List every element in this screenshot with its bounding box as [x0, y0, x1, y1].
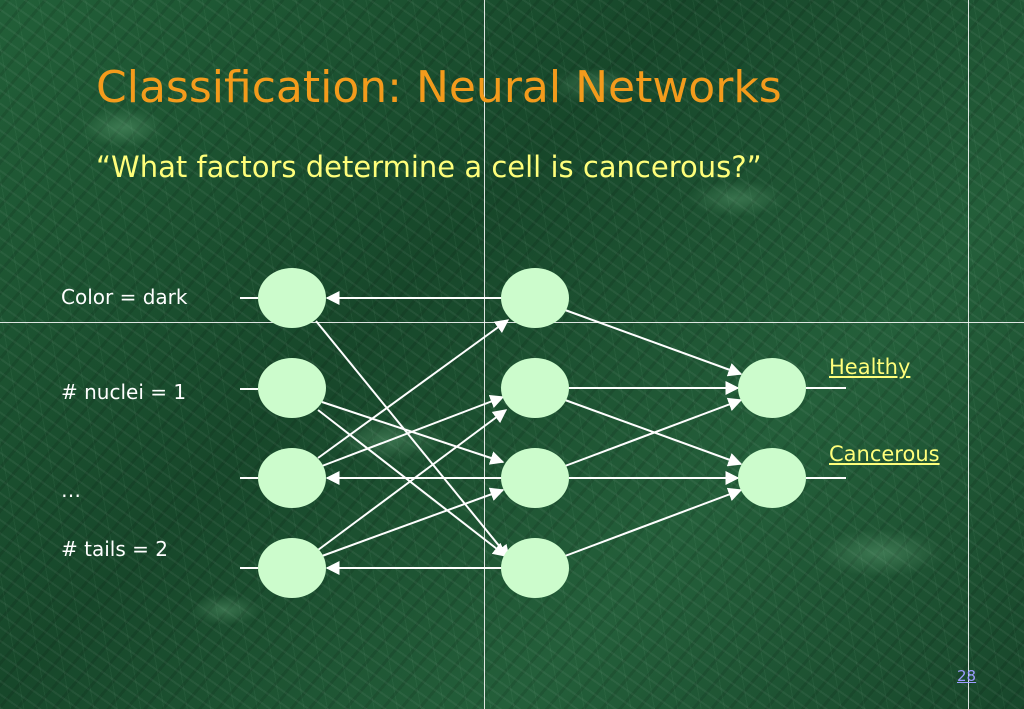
input-label-color: Color = dark	[61, 285, 188, 309]
input-node	[258, 268, 326, 328]
slide-subtitle: “What factors determine a cell is cancer…	[96, 150, 762, 184]
edge	[317, 319, 510, 459]
hidden-node	[501, 358, 569, 418]
output-label-cancerous[interactable]: Cancerous	[829, 442, 940, 466]
guide-line-vertical-right	[968, 0, 969, 709]
hidden-layer	[501, 268, 569, 598]
hidden-node	[501, 448, 569, 508]
edge	[564, 309, 743, 377]
edge	[317, 409, 508, 551]
input-node	[258, 538, 326, 598]
hidden-node	[501, 268, 569, 328]
edge	[315, 320, 510, 560]
output-layer	[738, 358, 806, 508]
edges-hidden-output	[564, 309, 743, 557]
input-label-tails: # tails = 2	[61, 537, 168, 561]
edges-hidden-input	[325, 291, 502, 575]
edges-input-hidden	[315, 319, 510, 560]
edge	[321, 487, 505, 557]
output-node	[738, 358, 806, 418]
page-number[interactable]: 28	[957, 667, 977, 685]
output-stubs	[806, 387, 846, 479]
input-node	[258, 448, 326, 508]
output-label-healthy[interactable]: Healthy	[829, 355, 911, 379]
input-layer	[258, 268, 326, 598]
edge	[564, 397, 743, 467]
hidden-node	[501, 538, 569, 598]
input-node	[258, 358, 326, 418]
input-label-ellipsis: …	[61, 478, 81, 502]
slide-title: Classification: Neural Networks	[96, 62, 782, 113]
input-stubs	[240, 297, 258, 569]
edge	[321, 394, 505, 467]
edge	[564, 487, 743, 557]
input-label-nuclei: # nuclei = 1	[61, 380, 187, 404]
guide-line-horizontal	[0, 322, 1024, 323]
guide-line-vertical-left	[484, 0, 485, 709]
output-node	[738, 448, 806, 508]
